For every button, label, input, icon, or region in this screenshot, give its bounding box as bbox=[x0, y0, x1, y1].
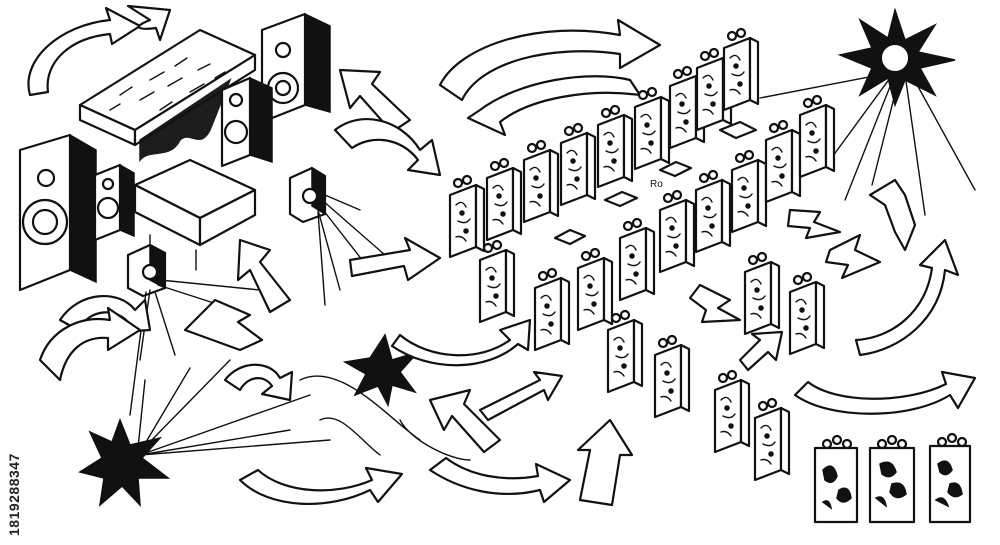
patterned-stage bbox=[78, 28, 257, 163]
watermark-id-text: 1819288347 bbox=[6, 453, 22, 536]
speaker-small-left bbox=[93, 163, 135, 242]
floor-tiles bbox=[553, 120, 758, 246]
speaker-top-right-small bbox=[220, 76, 273, 168]
small-label: Ro bbox=[650, 179, 663, 190]
speaker-tall-left bbox=[18, 133, 97, 292]
watermark-id: 1819288347 bbox=[2, 300, 24, 540]
arrow-group-lower-middle bbox=[223, 318, 634, 507]
amp-box bbox=[133, 158, 257, 271]
curved-arrow-top-left bbox=[27, 4, 172, 97]
burst-top-right bbox=[759, 7, 976, 216]
arrow-group-right bbox=[688, 178, 977, 415]
burst-bottom-left bbox=[78, 359, 471, 508]
panel-row-bottom bbox=[713, 369, 972, 524]
arrow-group-center-left bbox=[38, 68, 442, 382]
speaker-cube-center bbox=[288, 166, 386, 306]
